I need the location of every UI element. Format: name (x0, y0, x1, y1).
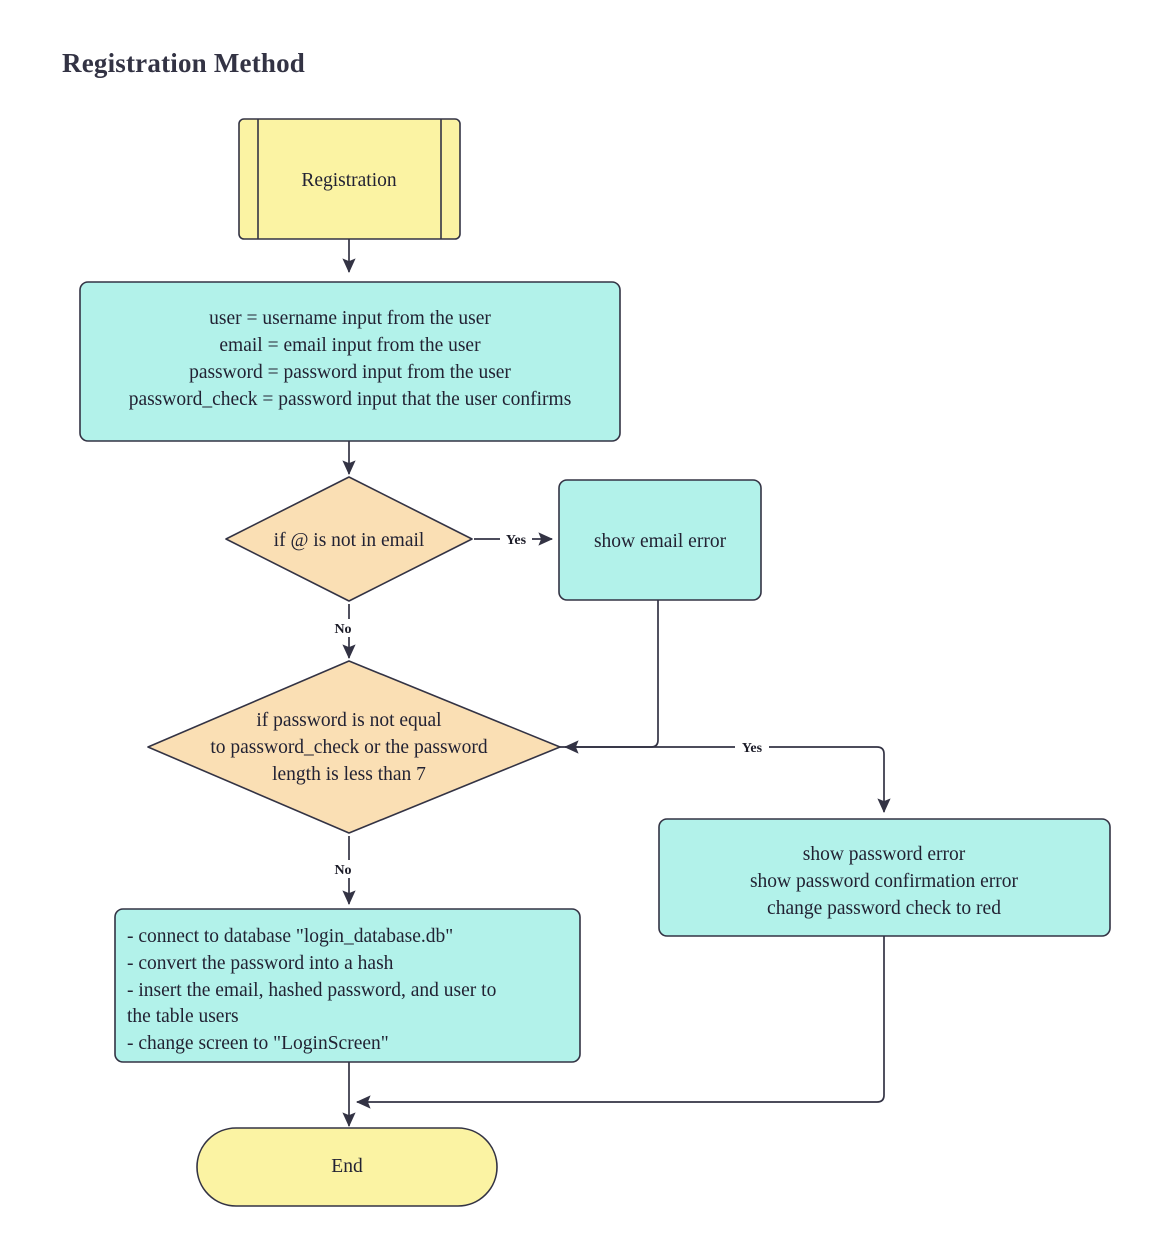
node-password-error-line-3: change password check to red (767, 898, 1001, 919)
node-email-error-label: show email error (594, 531, 727, 552)
edge-email-error-to-password-check (563, 600, 659, 754)
node-inputs-line-2: email = email input from the user (219, 335, 481, 356)
page-title: Registration Method (62, 48, 306, 78)
node-db-actions-line-4: the table users (127, 1006, 239, 1027)
node-db-actions[interactable]: - connect to database "login_database.db… (114, 908, 581, 1063)
edge-label-no-email: No (334, 622, 351, 637)
node-email-error[interactable]: show email error (558, 479, 762, 601)
node-password-check-line-2: to password_check or the password (210, 737, 488, 758)
node-registration-label: Registration (301, 170, 397, 191)
node-end-label: End (331, 1156, 363, 1177)
node-db-actions-line-5: - change screen to "LoginScreen" (127, 1033, 389, 1054)
edge-password-check-to-db-actions: No (330, 836, 356, 906)
node-db-actions-line-3: - insert the email, hashed password, and… (127, 980, 496, 1001)
edge-email-check-to-password-check: No (330, 604, 356, 660)
node-password-error[interactable]: show password error show password confir… (658, 818, 1111, 937)
edge-label-no-password: No (334, 863, 351, 878)
node-inputs[interactable]: user = username input from the user emai… (79, 281, 621, 442)
edge-label-yes-password: Yes (742, 741, 763, 756)
node-email-check-label: if @ is not in email (274, 530, 425, 551)
node-password-check-line-3: length is less than 7 (272, 764, 426, 785)
node-db-actions-line-2: - convert the password into a hash (127, 953, 394, 974)
node-email-check[interactable]: if @ is not in email (225, 476, 473, 602)
edge-password-check-to-password-error: Yes (549, 738, 891, 814)
edge-password-error-to-end (355, 936, 885, 1109)
edge-label-yes-email: Yes (506, 533, 527, 548)
node-password-error-line-1: show password error (803, 844, 966, 865)
node-end[interactable]: End (196, 1127, 498, 1207)
node-registration[interactable]: Registration (238, 118, 461, 240)
node-inputs-line-4: password_check = password input that the… (129, 389, 572, 410)
node-password-check-line-1: if password is not equal (256, 710, 442, 731)
node-inputs-line-3: password = password input from the user (189, 362, 511, 383)
node-inputs-line-1: user = username input from the user (209, 308, 491, 329)
node-password-check[interactable]: if password is not equal to password_che… (147, 660, 561, 834)
node-db-actions-line-1: - connect to database "login_database.db… (127, 926, 453, 947)
edge-email-check-to-email-error: Yes (474, 530, 554, 548)
node-password-error-line-2: show password confirmation error (750, 871, 1019, 892)
